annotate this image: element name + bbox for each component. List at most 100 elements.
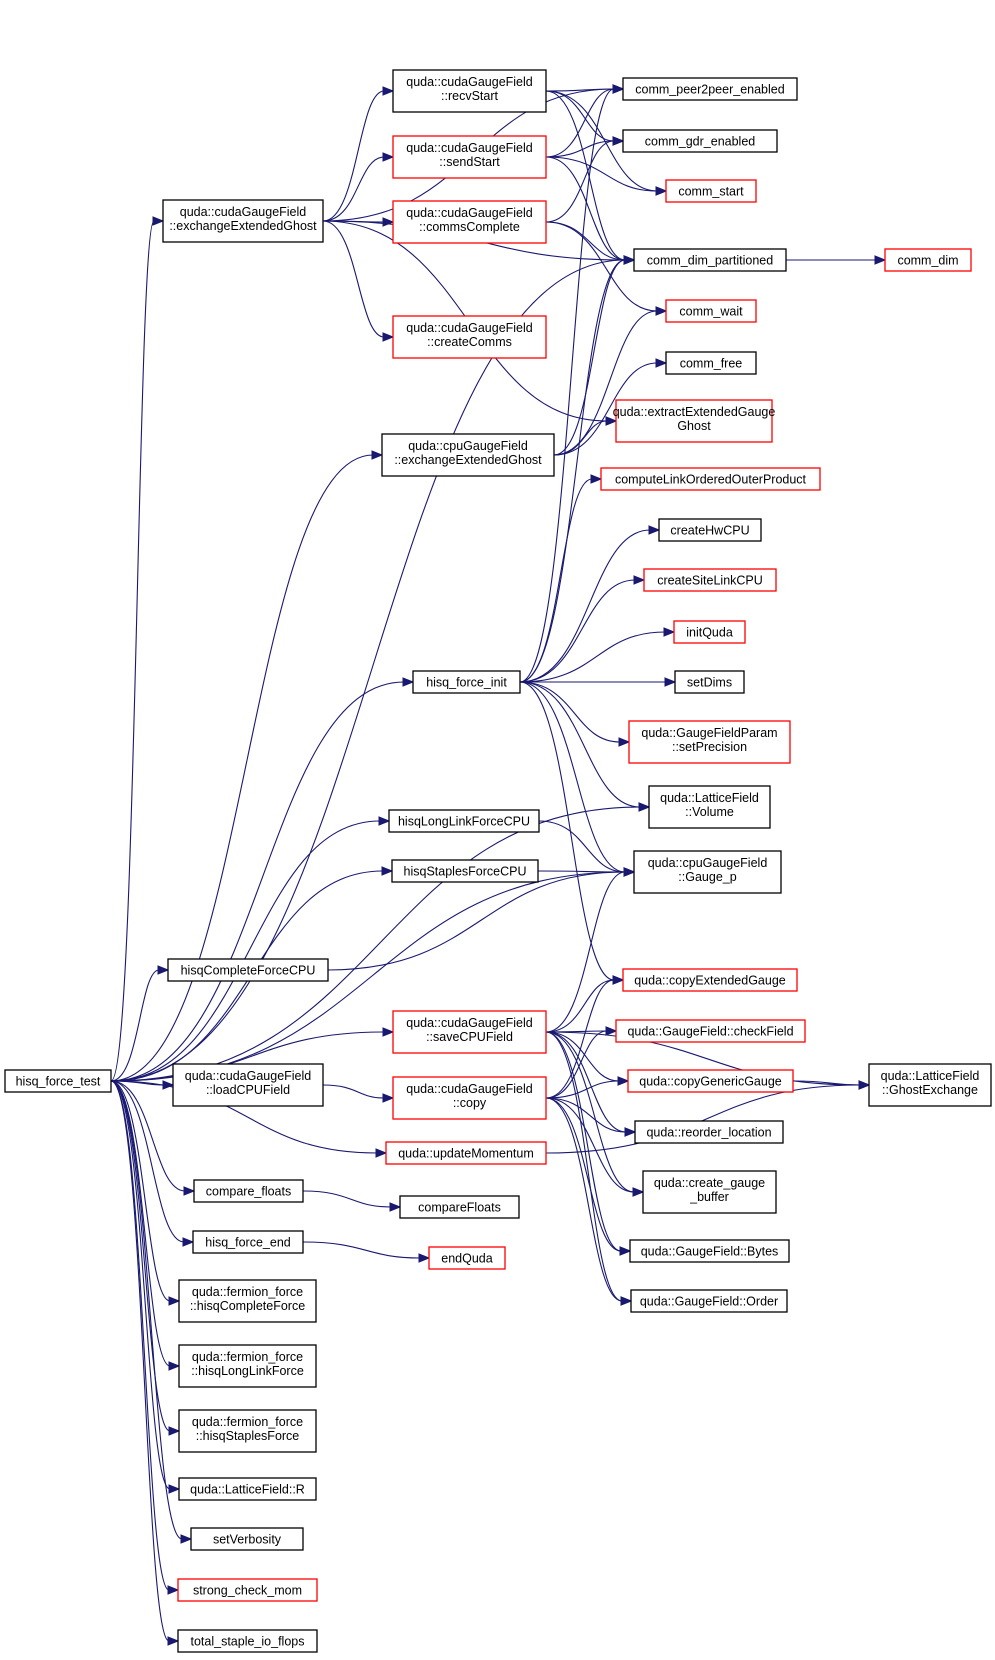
node-box[interactable] [665,179,757,203]
node-reorder[interactable]: quda::reorder_location [634,1120,784,1144]
node-box[interactable] [392,69,547,113]
node-box[interactable] [628,720,791,764]
node-cfree[interactable]: comm_free [665,351,757,375]
node-loadcpu[interactable]: quda::cudaGaugeField::loadCPUField [172,1063,324,1107]
node-clop[interactable]: computeLinkOrderedOuterProduct [600,467,821,491]
node-initq[interactable]: initQuda [673,620,746,644]
node-box[interactable] [665,299,757,323]
node-box[interactable] [633,850,782,894]
node-box[interactable] [884,248,972,272]
node-box[interactable] [178,1344,317,1388]
node-lfr[interactable]: quda::LatticeField::R [178,1477,317,1501]
node-box[interactable] [178,1477,317,1501]
node-box[interactable] [627,1069,794,1093]
node-ceeg[interactable]: quda::cudaGaugeField::exchangeExtendedGh… [162,199,324,243]
node-copygen[interactable]: quda::copyGenericGauge [627,1069,794,1093]
node-box[interactable] [600,467,821,491]
node-sitelink[interactable]: createSiteLinkCPU [643,568,777,592]
node-box[interactable] [615,1019,806,1043]
node-box[interactable] [399,1195,520,1219]
node-cmpf[interactable]: compare_floats [193,1179,304,1203]
node-box[interactable] [673,620,746,644]
node-box[interactable] [190,1527,304,1551]
node-box[interactable] [192,1230,304,1254]
node-gaugep[interactable]: quda::cpuGaugeField::Gauge_p [633,850,782,894]
node-box[interactable] [178,1279,317,1323]
node-cpueeg[interactable]: quda::cpuGaugeField::exchangeExtendedGho… [381,433,555,477]
node-cmpF[interactable]: compareFloats [399,1195,520,1219]
node-hfi[interactable]: hisq_force_init [412,670,521,694]
node-bytes[interactable]: quda::GaugeField::Bytes [629,1239,790,1263]
node-updmom[interactable]: quda::updateMomentum [385,1141,547,1165]
node-box[interactable] [658,518,762,542]
node-recv[interactable]: quda::cudaGaugeField::recvStart [392,69,547,113]
node-box[interactable] [633,248,787,272]
node-longcpu[interactable]: hisqLongLinkForceCPU [388,809,540,833]
node-box[interactable] [648,785,771,829]
node-setverb[interactable]: setVerbosity [190,1527,304,1551]
node-gdr[interactable]: comm_gdr_enabled [622,129,778,153]
node-box[interactable] [412,670,521,694]
node-box[interactable] [642,1170,777,1214]
node-comms[interactable]: quda::cudaGaugeField::commsComplete [392,200,547,244]
node-copy[interactable]: quda::cudaGaugeField::copy [392,1076,547,1120]
node-cwait[interactable]: comm_wait [665,299,757,323]
node-box[interactable] [674,670,745,694]
node-cstart[interactable]: comm_start [665,179,757,203]
node-box[interactable] [622,77,798,101]
node-staplescpu[interactable]: hisqStaplesForceCPU [391,859,539,883]
node-box[interactable] [643,568,777,592]
node-endq[interactable]: endQuda [428,1246,506,1270]
node-box[interactable] [615,399,773,443]
node-box[interactable] [634,1120,784,1144]
node-completecpu[interactable]: hisqCompleteForceCPU [167,958,329,982]
node-order[interactable]: quda::GaugeField::Order [630,1289,788,1313]
node-cdim[interactable]: comm_dim [884,248,972,272]
node-cgbuf[interactable]: quda::create_gauge_buffer [642,1170,777,1214]
node-box[interactable] [428,1246,506,1270]
node-box[interactable] [622,968,798,992]
node-fflong[interactable]: quda::fermion_force::hisqLongLinkForce [178,1344,317,1388]
node-ffcomp[interactable]: quda::fermion_force::hisqCompleteForce [178,1279,317,1323]
node-setprec[interactable]: quda::GaugeFieldParam::setPrecision [628,720,791,764]
node-hfe[interactable]: hisq_force_end [192,1230,304,1254]
node-box[interactable] [381,433,555,477]
node-box[interactable] [392,315,547,359]
node-send[interactable]: quda::cudaGaugeField::sendStart [392,135,547,179]
node-box[interactable] [392,200,547,244]
node-box[interactable] [177,1629,318,1653]
node-box[interactable] [193,1179,304,1203]
node-box[interactable] [162,199,324,243]
node-box[interactable] [868,1063,992,1107]
node-box[interactable] [629,1239,790,1263]
node-box[interactable] [622,129,778,153]
node-box[interactable] [4,1069,112,1093]
node-cdp[interactable]: comm_dim_partitioned [633,248,787,272]
node-box[interactable] [392,1076,547,1120]
node-box[interactable] [177,1578,318,1602]
node-box[interactable] [178,1409,317,1453]
node-box[interactable] [172,1063,324,1107]
node-box[interactable] [385,1141,547,1165]
node-box[interactable] [388,809,540,833]
node-box[interactable] [392,135,547,179]
node-p2p[interactable]: comm_peer2peer_enabled [622,77,798,101]
node-box[interactable] [665,351,757,375]
node-volume[interactable]: quda::LatticeField::Volume [648,785,771,829]
node-box[interactable] [391,859,539,883]
node-tsf[interactable]: total_staple_io_flops [177,1629,318,1653]
node-box[interactable] [167,958,329,982]
node-savecpu[interactable]: quda::cudaGaugeField::saveCPUField [392,1010,547,1054]
node-ghostx[interactable]: quda::LatticeField::GhostExchange [868,1063,992,1107]
node-create[interactable]: quda::cudaGaugeField::createComms [392,315,547,359]
node-box[interactable] [630,1289,788,1313]
node-ffstap[interactable]: quda::fermion_force::hisqStaplesForce [178,1409,317,1453]
node-setdims[interactable]: setDims [674,670,745,694]
node-box[interactable] [392,1010,547,1054]
node-hft[interactable]: hisq_force_test [4,1069,112,1093]
node-copyext[interactable]: quda::copyExtendedGauge [622,968,798,992]
node-scm[interactable]: strong_check_mom [177,1578,318,1602]
node-hwcpu[interactable]: createHwCPU [658,518,762,542]
node-checkf[interactable]: quda::GaugeField::checkField [615,1019,806,1043]
